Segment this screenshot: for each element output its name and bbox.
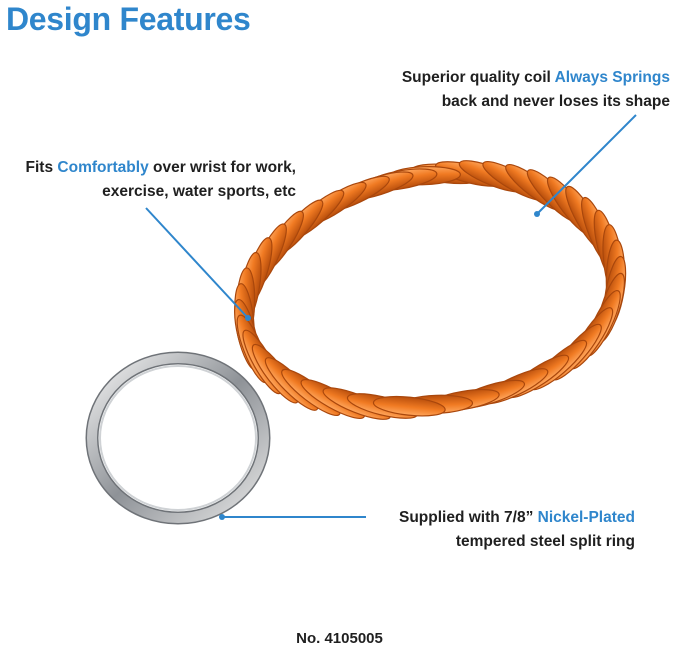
leader-lines [145, 114, 637, 520]
coil-callout: Superior quality coil Always Springs bac… [402, 66, 670, 114]
ring-callout: Supplied with 7/8” Nickel-Plated tempere… [399, 506, 635, 554]
always-springs-highlight: Always Springs [554, 69, 670, 86]
wrist-callout-line2: exercise, water sports, etc [102, 183, 296, 200]
model-number: No. 4105005 [296, 630, 383, 647]
page-title: Design Features [6, 1, 251, 37]
wrist-callout-text: Fits [25, 159, 58, 176]
nickel-plated-highlight: Nickel-Plated [537, 509, 635, 526]
spiral-coil [234, 160, 627, 420]
comfortably-highlight: Comfortably [57, 159, 149, 176]
coil-loop [372, 395, 446, 417]
wrist-callout: Fits Comfortably over wrist for work, ex… [26, 156, 296, 204]
ring-callout-text: Supplied with 7/8” [398, 509, 538, 526]
coil-callout-line2: back and never loses its shape [441, 93, 670, 110]
coil-callout-text: Superior quality coil [401, 69, 555, 86]
split-ring [85, 351, 271, 525]
ring-callout-line2: tempered steel split ring [455, 533, 635, 550]
wrist-callout-text-end: over wrist for work, [148, 159, 296, 176]
